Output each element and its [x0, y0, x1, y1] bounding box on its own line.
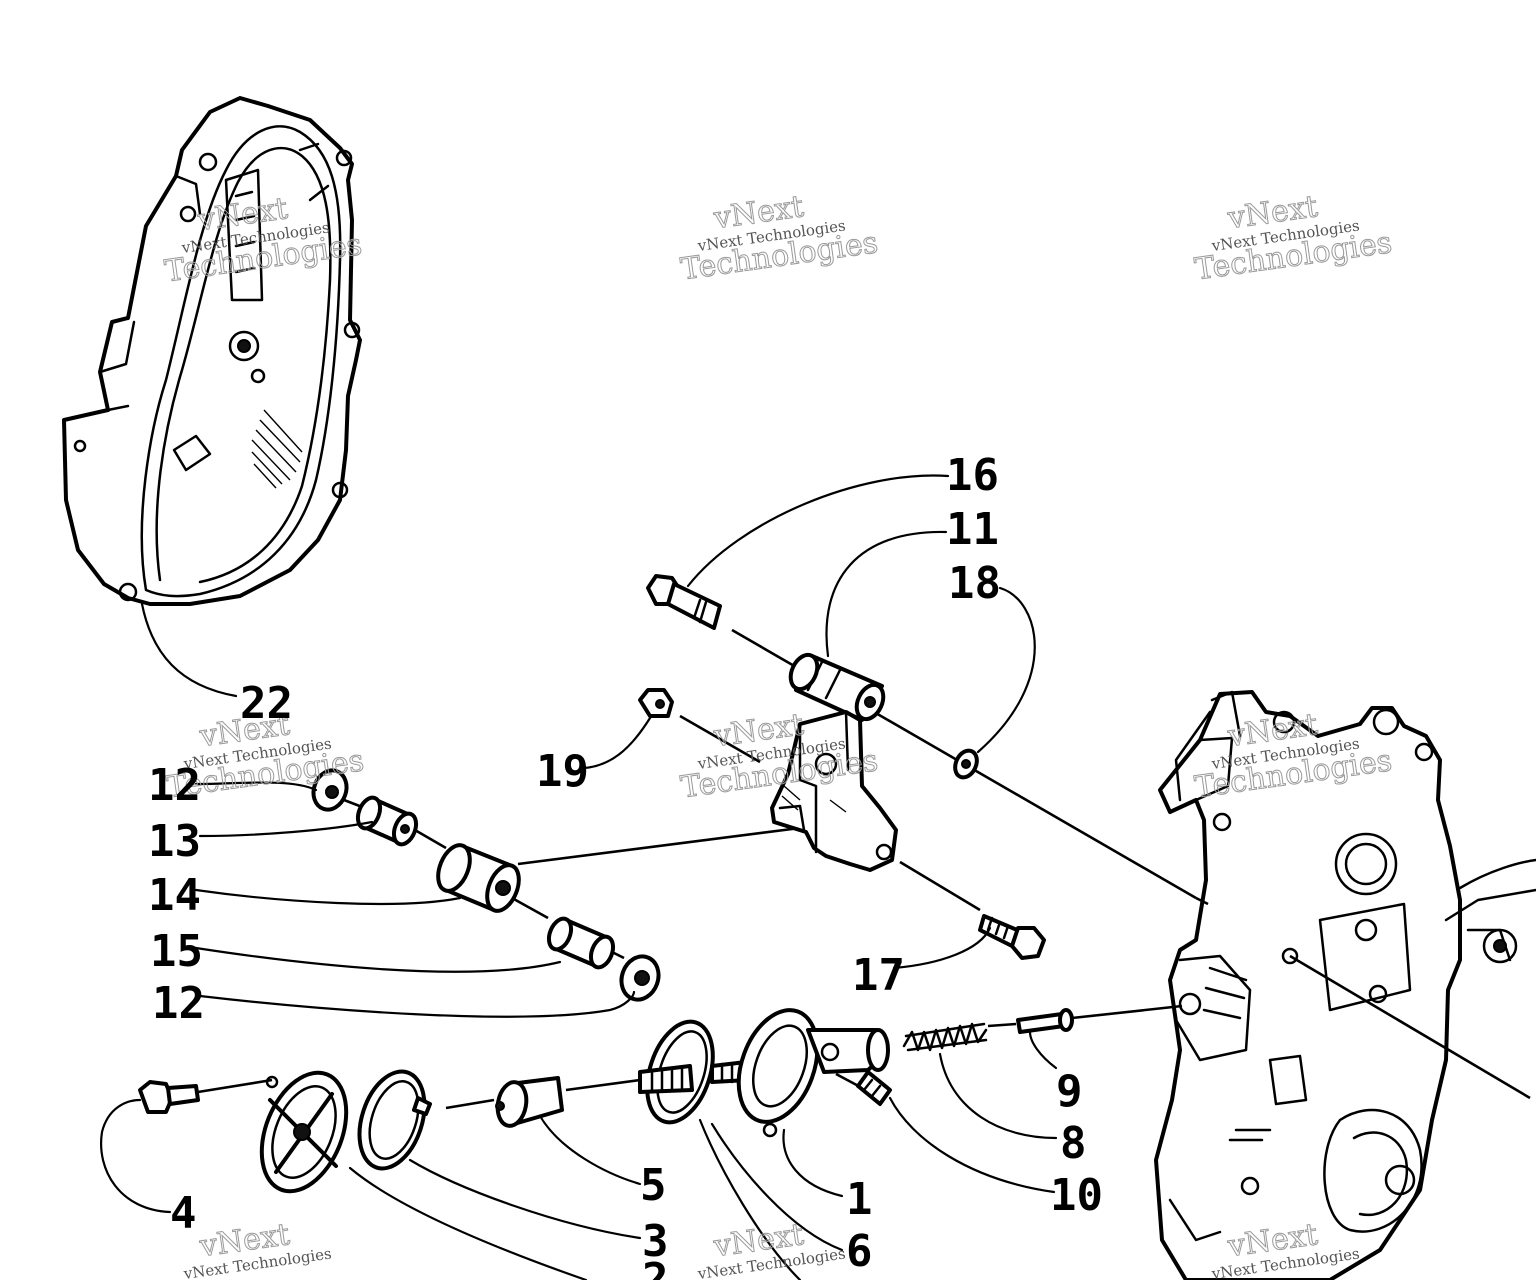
part-2-cover-plate — [259, 1070, 349, 1194]
watermark-7: vNext vNext Technologies — [182, 1217, 333, 1280]
part-10-set-screw — [856, 1070, 892, 1106]
part-15-bushing — [546, 916, 616, 970]
main-gear-housing — [1154, 690, 1536, 1280]
part-19-nut — [638, 688, 674, 718]
part-18-washer — [953, 748, 979, 780]
part-16-bolt — [646, 574, 722, 630]
callout-6: 6 — [846, 1226, 873, 1277]
part-9-pin — [1016, 1008, 1074, 1034]
callout-12b: 12 — [152, 978, 205, 1029]
callout-11: 11 — [946, 504, 999, 555]
callout-8: 8 — [1060, 1118, 1087, 1169]
part-14-idler-wheel — [436, 843, 521, 913]
callout-9: 9 — [1056, 1066, 1083, 1117]
callout-10: 10 — [1050, 1170, 1103, 1221]
callout-labels: 16 11 18 22 19 12 13 14 15 12 17 9 8 10 … — [148, 450, 1103, 1280]
part-17-bolt — [978, 914, 1046, 960]
callout-2: 2 — [642, 1254, 669, 1280]
watermark-2: vNext vNext Technologies Technologies — [678, 189, 880, 288]
part-12-washer-top — [311, 768, 349, 812]
callout-22: 22 — [240, 678, 293, 729]
leader-lines — [100, 474, 1058, 1280]
part-6-ring — [638, 1019, 750, 1125]
watermark-3: vNext vNext Technologies Technologies — [1192, 189, 1394, 288]
callout-13: 13 — [148, 816, 201, 867]
callout-14: 14 — [148, 870, 201, 921]
part-11-tube — [788, 652, 886, 722]
callout-12: 12 — [148, 760, 201, 811]
callout-4: 4 — [170, 1188, 197, 1239]
part-22-hatching — [251, 409, 303, 489]
part-4-bolt — [138, 1080, 200, 1114]
callout-19: 19 — [536, 746, 589, 797]
callout-16: 16 — [946, 450, 999, 501]
part-13-bushing — [355, 795, 419, 847]
part-5-button — [495, 1076, 564, 1128]
watermark-8: vNext vNext Technologies — [696, 1217, 847, 1280]
part-22-chaincase-cover — [62, 96, 362, 606]
watermark-5: vNext vNext Technologies Technologies — [678, 707, 880, 806]
callout-1: 1 — [846, 1174, 873, 1225]
callout-3: 3 — [642, 1216, 669, 1267]
part-1-actuator-housing — [736, 1008, 890, 1138]
idler-bracket — [770, 710, 898, 872]
part-12-washer-bottom — [619, 954, 661, 1002]
part-3-ring — [357, 1069, 432, 1171]
callout-17: 17 — [852, 950, 905, 1001]
watermark-4: vNext vNext Technologies Technologies — [164, 707, 366, 806]
callout-5: 5 — [640, 1160, 667, 1211]
callout-15: 15 — [150, 926, 203, 977]
part-8-spring — [902, 1022, 988, 1052]
callout-18: 18 — [948, 558, 1001, 609]
watermarks: vNext vNext Technologies Technologies vN… — [162, 189, 1394, 1280]
